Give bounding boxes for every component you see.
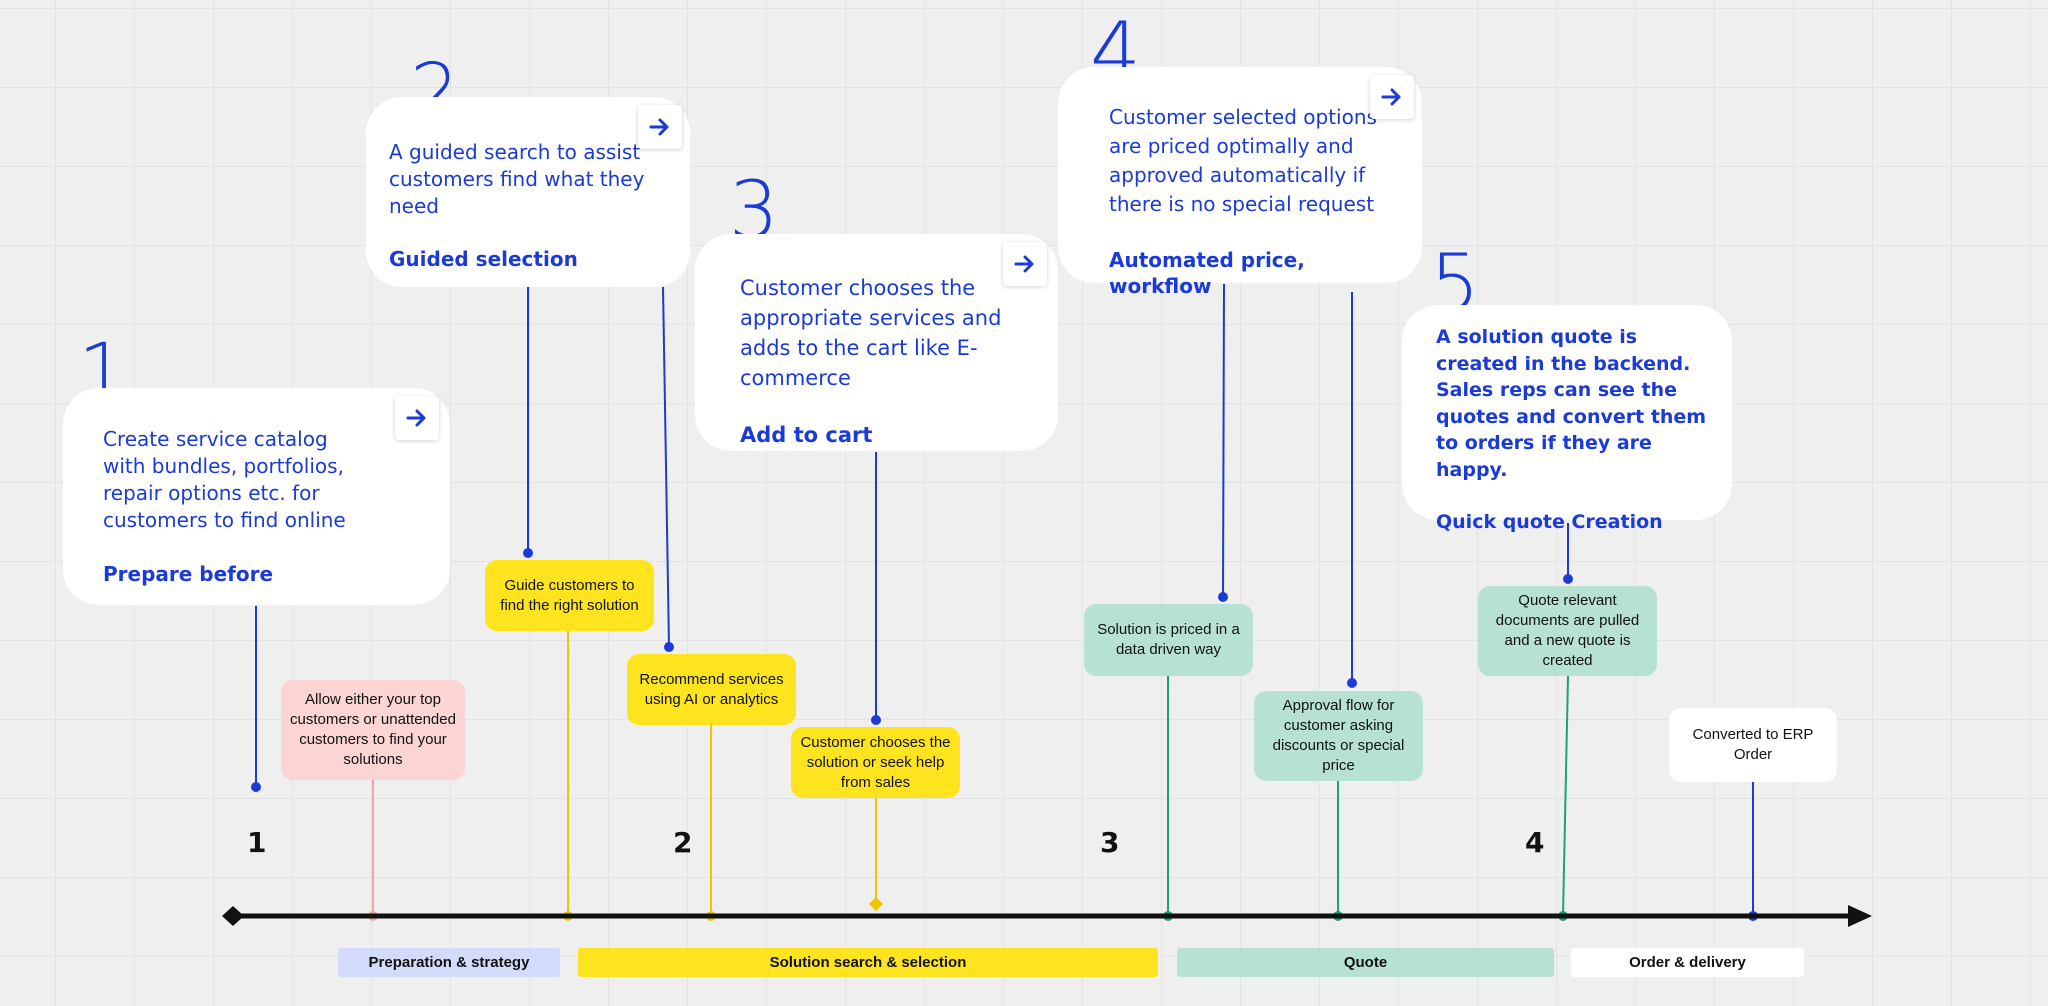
sticky-note: Quote relevant documents are pulled and … <box>1478 586 1657 676</box>
arrow-right-icon <box>1381 88 1401 106</box>
step-card-2[interactable]: A guided search to assist customers find… <box>366 97 690 287</box>
axis-diamond <box>868 896 884 912</box>
step-title: Automated price, workflow <box>1109 248 1305 298</box>
sticky-note: Approval flow for customer asking discou… <box>1254 691 1423 781</box>
arrow-head-icon <box>1848 905 1872 927</box>
connector-step4-a <box>1222 283 1225 598</box>
connector-green-3 <box>1562 675 1569 917</box>
phase-bar-quote: Quote <box>1177 948 1554 977</box>
sticky-note: Guide customers to find the right soluti… <box>485 560 654 631</box>
step-description: A guided search to assist customers find… <box>389 140 645 218</box>
step-card-5[interactable]: A solution quote is created in the backe… <box>1402 305 1732 533</box>
step-card-1[interactable]: Create service catalog with bundles, por… <box>63 388 450 605</box>
sticky-note: Recommend services using AI or analytics <box>627 654 796 725</box>
step-description: A solution quote is created in the backe… <box>1436 326 1707 481</box>
sticky-note: Converted to ERP Order <box>1669 708 1837 782</box>
step-card-4[interactable]: Customer selected options are priced opt… <box>1058 67 1422 298</box>
connector-dot <box>871 715 881 725</box>
sticky-note: Solution is priced in a data driven way <box>1084 604 1253 676</box>
diamond-marker-icon <box>222 906 244 926</box>
axis-number: 1 <box>247 826 267 859</box>
phase-bar-order: Order & delivery <box>1571 948 1804 977</box>
sticky-note: Allow either your top customers or unatt… <box>281 680 465 780</box>
card-open-button[interactable] <box>1370 75 1414 119</box>
connector-dot <box>1563 574 1573 584</box>
connector-dot <box>523 548 533 558</box>
step-card-3[interactable]: Customer chooses the appropriate service… <box>695 234 1058 451</box>
step-title: Guided selection <box>389 247 578 271</box>
arrow-right-icon <box>649 118 669 136</box>
phase-bar-search: Solution search & selection <box>578 948 1158 977</box>
step-description: Customer selected options are priced opt… <box>1109 105 1377 216</box>
arrow-right-icon <box>406 409 426 427</box>
step-description: Create service catalog with bundles, por… <box>103 427 346 532</box>
card-open-button[interactable] <box>1003 242 1047 286</box>
phase-bar-preparation: Preparation & strategy <box>338 948 560 977</box>
connector-dot <box>1218 592 1228 602</box>
step-title: Quick quote Creation <box>1436 511 1663 533</box>
step-description: Customer chooses the appropriate service… <box>740 276 1002 390</box>
arrow-right-icon <box>1014 255 1034 273</box>
card-open-button[interactable] <box>638 105 682 149</box>
connector-dot <box>664 642 674 652</box>
sticky-note: Customer chooses the solution or seek he… <box>791 727 960 798</box>
axis-number: 2 <box>673 826 693 859</box>
step-title: Add to cart <box>740 423 873 447</box>
connector-dot <box>251 782 261 792</box>
connector-step2-b <box>662 286 670 648</box>
axis-number: 4 <box>1525 826 1545 859</box>
card-open-button[interactable] <box>395 396 439 440</box>
connector-dot <box>1347 678 1357 688</box>
step-title: Prepare before <box>103 562 274 586</box>
axis-number: 3 <box>1100 826 1120 859</box>
